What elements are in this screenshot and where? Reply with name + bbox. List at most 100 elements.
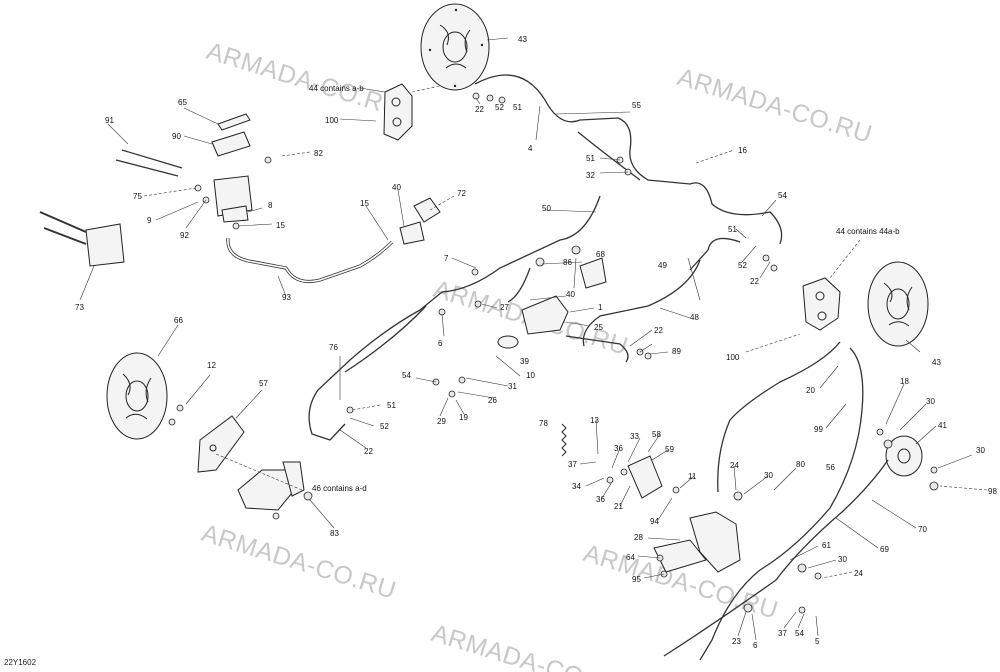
- watermark-6: ARMADA-CO.RU: [428, 619, 629, 672]
- label-49: 49: [658, 261, 667, 270]
- label-4: 4: [528, 144, 533, 153]
- label-61: 61: [822, 541, 831, 550]
- label-16: 16: [738, 146, 747, 155]
- label-78: 78: [539, 419, 548, 428]
- label-52-c: 52: [738, 261, 747, 270]
- label-100-left: 100: [325, 116, 339, 125]
- label-93: 93: [282, 293, 291, 302]
- label-26: 26: [488, 396, 497, 405]
- label-54-b: 54: [402, 371, 411, 380]
- label-51-c: 51: [387, 401, 396, 410]
- label-66: 66: [174, 316, 183, 325]
- label-76: 76: [329, 343, 338, 352]
- label-19: 19: [459, 413, 468, 422]
- label-9: 9: [147, 216, 152, 225]
- label-40-a: 40: [392, 183, 401, 192]
- front-left-caliper: [383, 83, 413, 141]
- label-20: 20: [806, 386, 815, 395]
- bracket-72: [413, 197, 441, 223]
- label-70: 70: [918, 525, 927, 534]
- label-5: 5: [815, 637, 820, 646]
- label-12: 12: [207, 361, 216, 370]
- label-22-c: 22: [750, 277, 759, 286]
- watermark-5: ARMADA-CO.RU: [198, 519, 399, 605]
- leader-lines: [79, 37, 988, 641]
- label-22-d: 22: [654, 326, 663, 335]
- label-64: 64: [626, 553, 635, 562]
- label-22-b: 22: [364, 447, 373, 456]
- label-36-a: 36: [614, 444, 623, 453]
- label-56: 56: [826, 463, 835, 472]
- label-57: 57: [259, 379, 268, 388]
- label-30-b: 30: [976, 446, 985, 455]
- label-51-d: 51: [728, 225, 737, 234]
- label-6-b: 6: [753, 641, 758, 650]
- label-51-b: 51: [586, 154, 595, 163]
- bracket-68: [579, 257, 607, 289]
- label-18: 18: [900, 377, 909, 386]
- label-27: 27: [500, 303, 509, 312]
- pedal-mount-bracket: [627, 455, 663, 499]
- label-43-right: 43: [932, 358, 941, 367]
- label-72: 72: [457, 189, 466, 198]
- label-8: 8: [268, 201, 273, 210]
- label-73: 73: [75, 303, 84, 312]
- label-24-b: 24: [854, 569, 863, 578]
- label-29: 29: [437, 417, 446, 426]
- front-right-caliper: [802, 277, 841, 331]
- hardware: [168, 92, 939, 614]
- label-15-b: 15: [360, 199, 369, 208]
- label-68: 68: [596, 250, 605, 259]
- label-23: 23: [732, 637, 741, 646]
- label-99: 99: [814, 425, 823, 434]
- diagram-code: 22Y1602: [4, 658, 37, 667]
- label-55: 55: [632, 101, 641, 110]
- callout-labels: 43 44 contains a-b 100 22 52 51 55 4 51 …: [75, 35, 997, 650]
- label-80: 80: [796, 460, 805, 469]
- label-39: 39: [520, 357, 529, 366]
- label-75: 75: [133, 192, 142, 201]
- label-82: 82: [314, 149, 323, 158]
- label-54-c: 54: [795, 629, 804, 638]
- label-6-a: 6: [438, 339, 443, 348]
- label-28: 28: [634, 533, 643, 542]
- label-69: 69: [880, 545, 889, 554]
- label-30-c: 30: [764, 471, 773, 480]
- label-44-right: 44 contains 44a-b: [836, 227, 900, 236]
- label-59: 59: [665, 445, 674, 454]
- label-41: 41: [938, 421, 947, 430]
- abs-module: [213, 175, 253, 223]
- brake-pedal: [653, 511, 741, 573]
- label-24-a: 24: [730, 461, 739, 470]
- label-58: 58: [652, 430, 661, 439]
- label-7: 7: [444, 254, 449, 263]
- label-11: 11: [688, 472, 697, 481]
- spring-78: [561, 423, 567, 457]
- label-37-b: 37: [778, 629, 787, 638]
- label-51-a: 51: [513, 103, 522, 112]
- label-31: 31: [508, 382, 517, 391]
- label-52-b: 52: [380, 422, 389, 431]
- watermark-2: ARMADA-CO.RU: [674, 63, 875, 149]
- junction-block-40: [399, 221, 425, 245]
- sensor-90: [211, 131, 251, 157]
- label-54-a: 54: [778, 191, 787, 200]
- label-30-d: 30: [838, 555, 847, 564]
- label-86: 86: [563, 258, 572, 267]
- label-36-b: 36: [596, 495, 605, 504]
- rear-caliper: [237, 461, 305, 511]
- module-73: [39, 211, 125, 267]
- master-cylinder: [497, 295, 569, 349]
- brake-lines: [226, 74, 783, 441]
- label-48: 48: [690, 313, 699, 322]
- label-33: 33: [630, 432, 639, 441]
- label-100-right: 100: [726, 353, 740, 362]
- bracket-65: [217, 113, 251, 131]
- label-1: 1: [598, 303, 603, 312]
- label-40-b: 40: [566, 290, 575, 299]
- rear-brake-disc: [106, 352, 168, 440]
- label-95: 95: [632, 575, 641, 584]
- label-43-top: 43: [518, 35, 527, 44]
